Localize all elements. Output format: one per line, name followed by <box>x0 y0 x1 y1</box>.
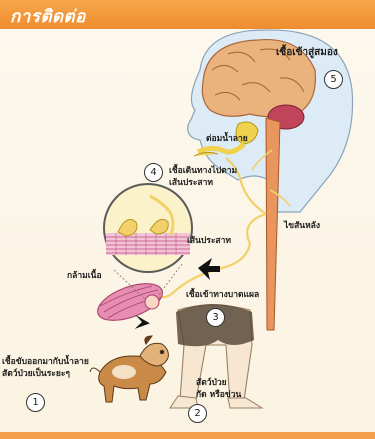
arrow-up <box>198 258 220 280</box>
label-spinal: ไขสันหลัง <box>284 221 320 232</box>
label-nerve: เส้นประสาท <box>187 236 231 247</box>
step-3: 3 <box>206 308 225 327</box>
footer-bar <box>0 432 375 439</box>
label-muscle: กล้ามเนื้อ <box>67 271 102 282</box>
label-nerve-travel-2: เส้นประสาท <box>169 178 213 189</box>
arrow-bite <box>133 315 151 332</box>
step-1: 1 <box>26 393 45 412</box>
label-wound: เชื้อเข้าทางบาดแผล <box>186 290 259 301</box>
header-title: การติดต่อ <box>10 3 86 30</box>
dog <box>90 336 168 402</box>
step-2: 2 <box>188 404 207 423</box>
label-brain: เชื้อเข้าสู่สมอง <box>276 47 338 58</box>
label-nerve-travel-1: เชื้อเดินทางไปตาม <box>169 166 237 177</box>
step-5: 5 <box>324 70 343 89</box>
label-bite-1: สัตว์ป่วย <box>196 378 227 389</box>
header-bar: การติดต่อ <box>0 0 375 29</box>
step-4: 4 <box>144 163 163 182</box>
magnified-view <box>104 184 192 272</box>
label-salivary: ต่อมน้ำลาย <box>206 134 248 145</box>
label-saliva-1: เชื้อขับออกมากับน้ำลาย <box>2 357 89 368</box>
label-bite-2: กัด หรือข่วน <box>196 390 241 401</box>
spinal-cord <box>266 118 280 330</box>
label-saliva-2: สัตว์ป่วยเป็นระยะๆ <box>2 369 70 380</box>
